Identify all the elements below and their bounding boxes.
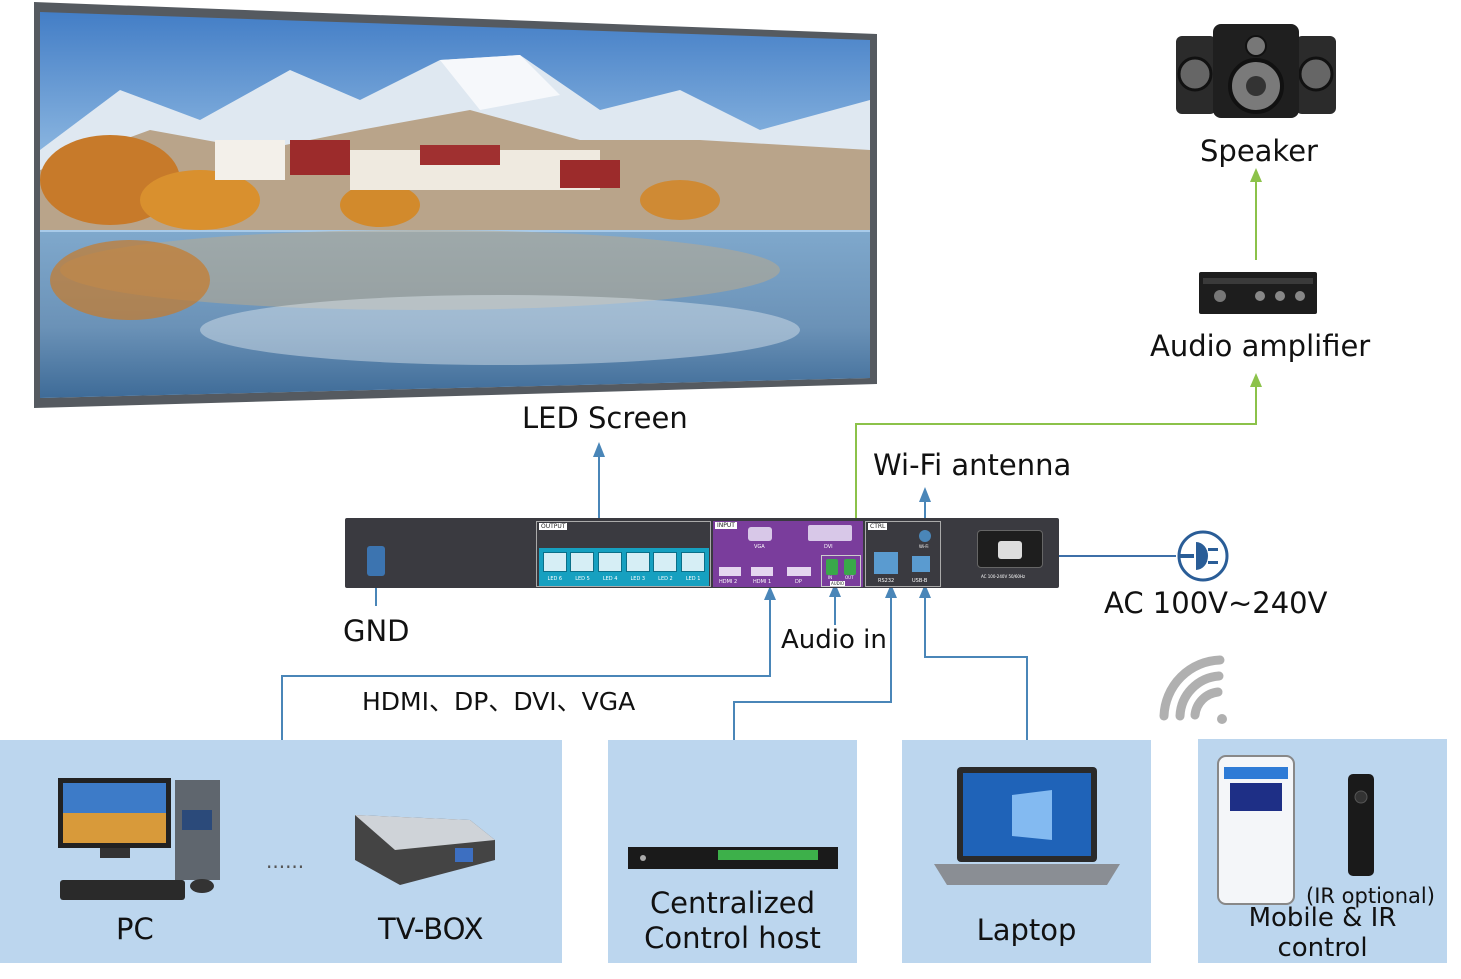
audio-amplifier-label: Audio amplifier (1150, 329, 1371, 363)
led-port-label: LED 6 (547, 576, 563, 582)
ac-rating-label: AC 100-240V 50/60Hz (981, 574, 1026, 579)
led-port[interactable]: LED 4 (598, 552, 623, 582)
power-label: AC 100V~240V (1104, 586, 1328, 620)
led-port[interactable]: LED 3 (625, 552, 650, 582)
gnd-label: GND (343, 614, 410, 648)
mobile-ir-label-1: Mobile & IR (1248, 903, 1397, 933)
led-port[interactable]: LED 6 (542, 552, 567, 582)
hdmi2-port[interactable] (719, 567, 741, 576)
vga-port[interactable] (748, 527, 772, 541)
gnd-terminal[interactable] (367, 546, 385, 576)
wifi-signal-icon (1159, 655, 1227, 724)
rj45-jack (598, 552, 623, 572)
mobile-ir-label-2: control (1277, 933, 1368, 963)
video-inputs-label: HDMI、DP、DVI、VGA (362, 687, 636, 716)
wifi-antenna-label: Wi-Fi antenna (873, 448, 1072, 482)
rs232-label: RS232 (878, 578, 895, 584)
output-tag: OUTPUT (539, 523, 568, 530)
usbb-label: USB-B (912, 578, 928, 584)
led-port-label: LED 3 (630, 576, 646, 582)
audio-out-port[interactable] (844, 559, 856, 575)
audio-amplifier-icon (1199, 272, 1317, 314)
dvi-port[interactable] (808, 525, 852, 541)
rj45-jack (653, 552, 678, 572)
ir-remote-icon (1348, 774, 1374, 876)
vga-label: VGA (754, 544, 765, 550)
ctrl-block: CTRL Wi-Fi RS232 USB-B (865, 521, 941, 587)
led-port-label: LED 4 (602, 576, 618, 582)
led-port-label: LED 5 (575, 576, 590, 582)
panel-sources: PC ...... TV-BOX (0, 740, 562, 963)
panel-central-control: Centralized Control host (608, 740, 857, 963)
hdmi1-port[interactable] (751, 567, 773, 576)
pc-icon (58, 778, 220, 900)
laptop-icon (934, 767, 1120, 885)
audio-in-label: Audio in (781, 625, 887, 655)
panel-laptop: Laptop (902, 740, 1151, 963)
ir-optional-label: (IR optional) (1306, 884, 1435, 908)
rj45-jack (625, 552, 650, 572)
rj45-jack (570, 552, 595, 572)
central-control-icon (628, 847, 838, 869)
input-block: INPUT VGA DVI HDMI 2 HDMI 1 DP IN OUT AU… (713, 521, 863, 587)
led-port[interactable]: LED 1 (681, 552, 706, 582)
dp-port[interactable] (787, 567, 811, 576)
rj45-jack (681, 552, 706, 572)
led-port[interactable]: LED 2 (653, 552, 678, 582)
audio-tag: AUDIO (830, 581, 846, 586)
audio-block: IN OUT AUDIO (821, 555, 861, 587)
power-inlet[interactable] (977, 530, 1043, 568)
led-screen (0, 0, 900, 420)
dvi-label: DVI (824, 544, 833, 550)
tvbox-icon (355, 815, 495, 885)
ellipsis-label: ...... (266, 849, 305, 873)
audio-out-port-label: OUT (845, 575, 854, 580)
audio-in-port[interactable] (826, 559, 838, 575)
mobile-phone-icon (1217, 755, 1295, 905)
led-ports: LED 6 LED 5 LED 4 LED 3 LED 2 LED 1 (539, 548, 709, 586)
usbb-port[interactable] (912, 556, 930, 572)
input-tag: INPUT (715, 522, 737, 529)
central-control-label-2: Control host (644, 921, 821, 955)
ctrl-tag: CTRL (868, 523, 888, 530)
dp-label: DP (795, 579, 802, 585)
controller-device: OUTPUT LED 6 LED 5 LED 4 LED 3 LED 2 LED 1 IN… (345, 518, 1059, 588)
led-port[interactable]: LED 5 (570, 552, 595, 582)
output-block: OUTPUT LED 6 LED 5 LED 4 LED 3 LED 2 LED 1 (536, 521, 711, 587)
laptop-label: Laptop (976, 913, 1077, 947)
speaker-label: Speaker (1200, 134, 1318, 168)
audio-in-port-label: IN (828, 575, 833, 580)
tvbox-label: TV-BOX (378, 912, 484, 946)
rj45-jack (542, 552, 567, 572)
led-screen-label: LED Screen (522, 401, 688, 435)
led-port-label: LED 1 (685, 576, 701, 582)
led-screen-image (34, 2, 877, 408)
panel-mobile-ir: (IR optional) Mobile & IR control (1198, 739, 1447, 963)
hdmi2-label: HDMI 2 (719, 579, 738, 585)
wifi-port-label: Wi-Fi (919, 544, 929, 549)
wifi-port[interactable] (919, 530, 931, 542)
pc-label: PC (116, 912, 154, 946)
hdmi1-label: HDMI 1 (753, 579, 772, 585)
speaker-icon (1176, 24, 1336, 118)
power-plug-icon (1177, 530, 1229, 582)
led-port-label: LED 2 (658, 576, 673, 582)
central-control-label-1: Centralized (649, 886, 816, 920)
rs232-port[interactable] (874, 552, 898, 574)
